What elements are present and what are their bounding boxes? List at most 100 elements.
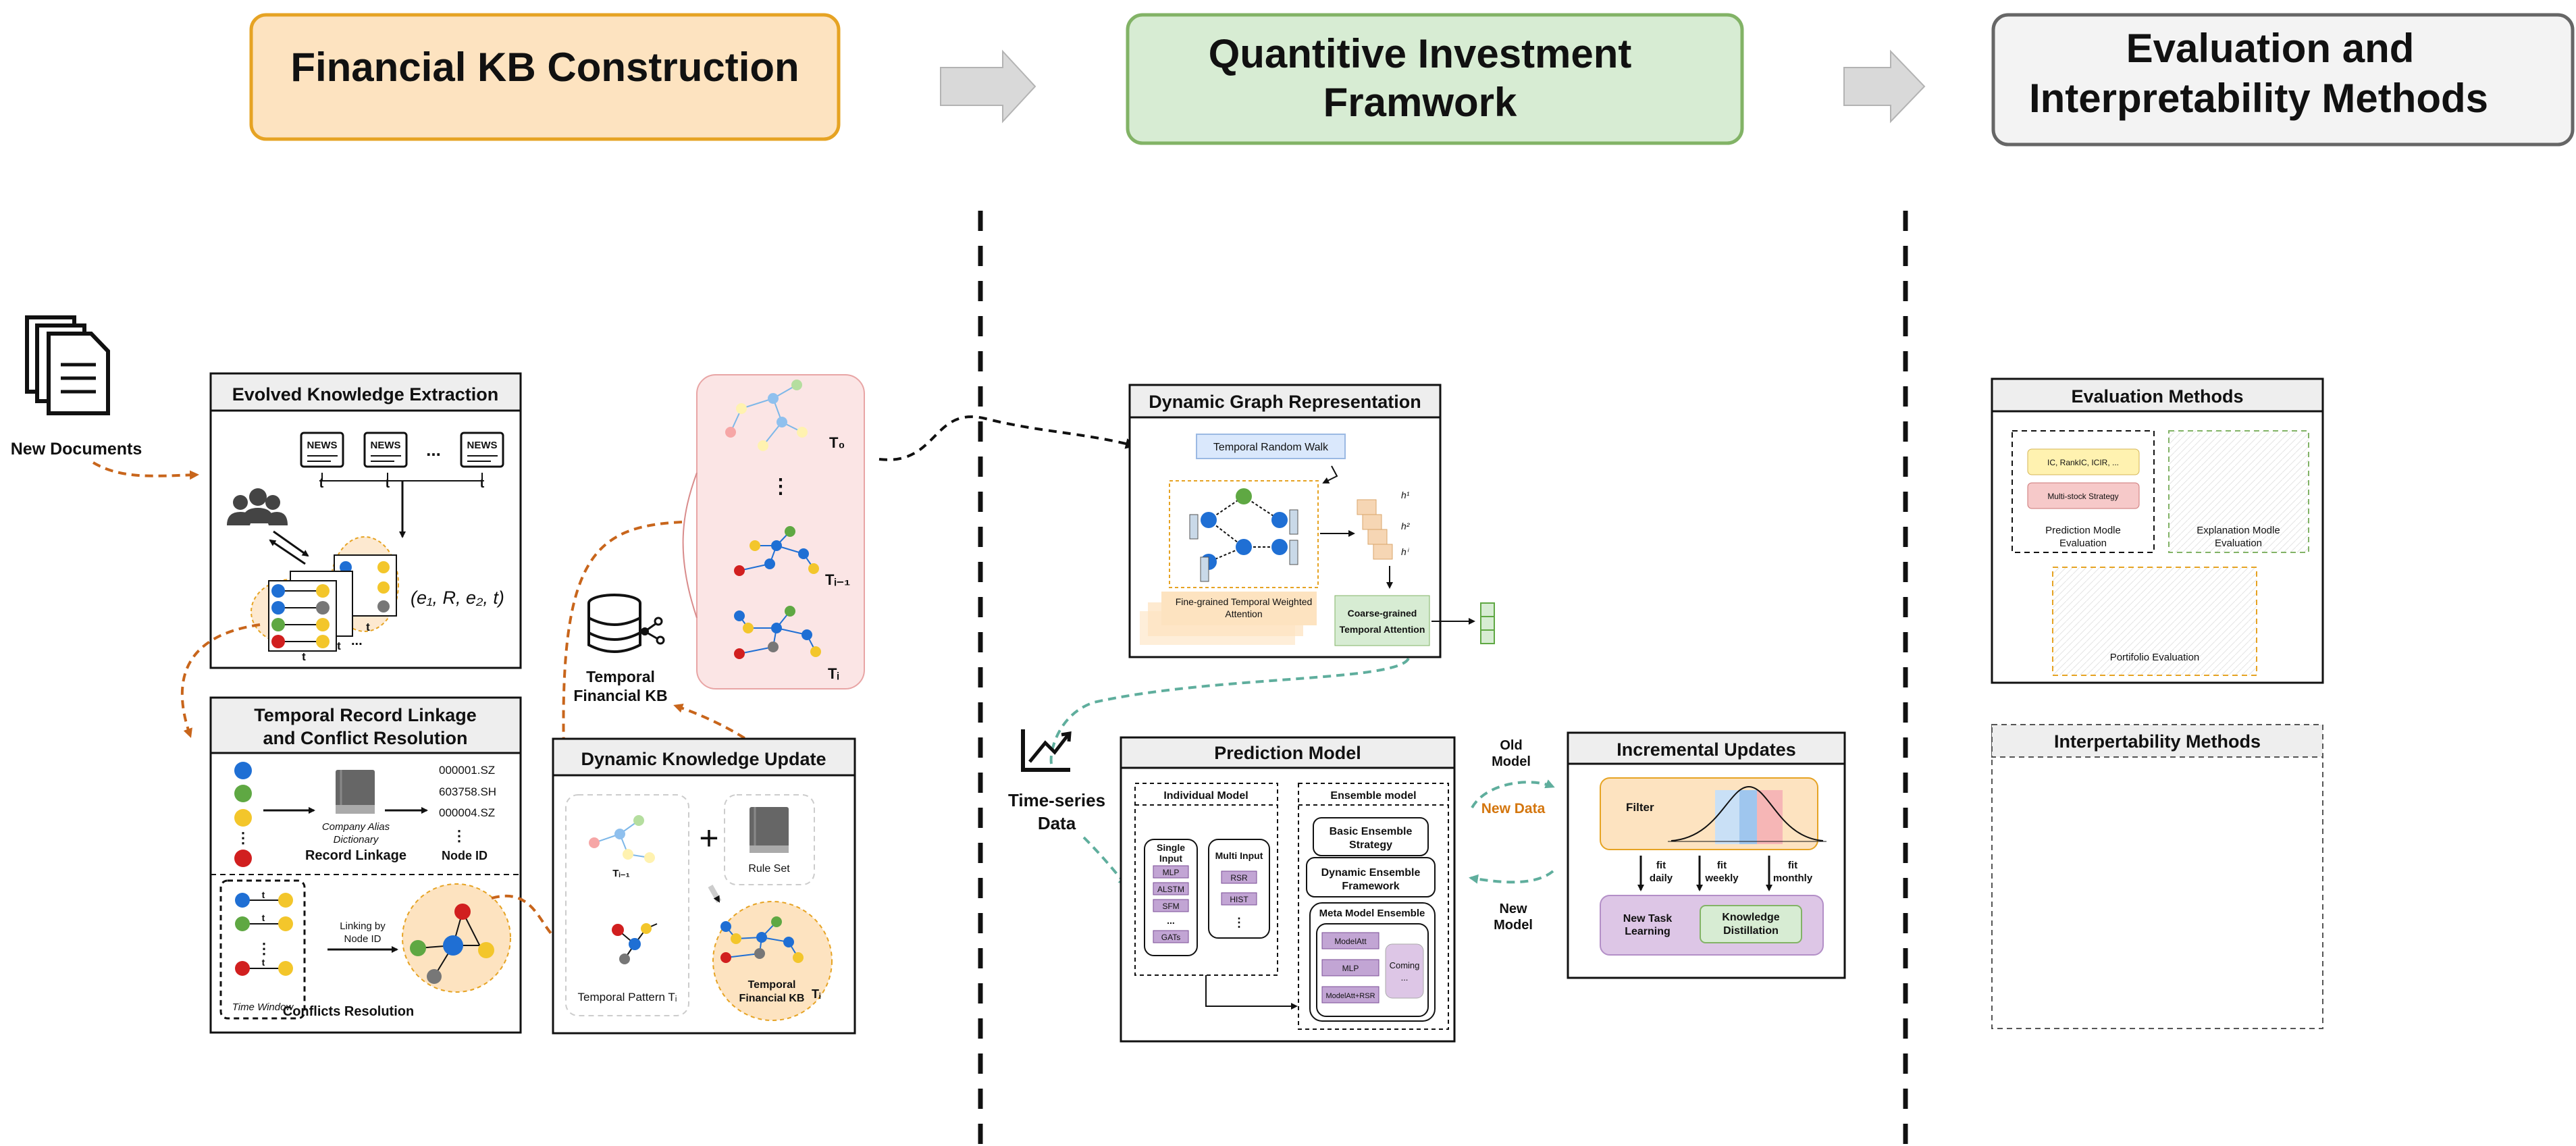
label-t1: t [386, 476, 390, 491]
explanation-eval-label-1: Explanation Modle [2197, 525, 2280, 536]
svg-text:⋮: ⋮ [770, 475, 791, 498]
knowledge-distillation-label-1: Knowledge [1722, 912, 1779, 923]
fine-grained-label-2: Attention [1225, 608, 1262, 619]
temporal-kb-label-2: Financial KB [573, 687, 667, 704]
arrow-kb-to-update [560, 521, 683, 809]
svg-text:NEWS: NEWS [371, 440, 401, 451]
single-input-label-2: Input [1159, 853, 1183, 864]
svg-text:Tᵢ₋₁: Tᵢ₋₁ [612, 868, 629, 879]
extraction-title: Evolved Knowledge Extraction [232, 384, 499, 405]
explanation-eval-label-2: Evaluation [2215, 538, 2262, 549]
svg-text:t: t [262, 889, 265, 900]
stage-title-eval-2: Interpretability Methods [2029, 76, 2488, 121]
svg-text:⋮: ⋮ [1233, 916, 1245, 929]
meta-modelatt-rsr: ModelAtt+RSR [1325, 992, 1375, 1000]
node-id-2: 603758.SH [439, 785, 496, 798]
panel-extraction: Evolved Knowledge Extraction NEWS NEWS .… [209, 372, 522, 669]
graph-ti [734, 606, 821, 659]
sheet-ellipsis: ... [351, 633, 363, 648]
linkage-title-1: Temporal Record Linkage [254, 705, 477, 725]
updated-kb-label-2: Financial KB [739, 993, 805, 1004]
metrics-label: IC, RankIC, ICIR, ... [2047, 458, 2119, 467]
panel-prediction-model: Prediction Model Individual Model Single… [1120, 736, 1456, 1043]
svg-text:t: t [262, 912, 265, 923]
dynamic-update-title: Dynamic Knowledge Update [581, 749, 826, 769]
dictionary-book-icon [336, 770, 375, 814]
stage-title-kb: Financial KB Construction [290, 45, 799, 90]
svg-text:h¹: h¹ [1401, 490, 1410, 500]
meta-mlp: MLP [1342, 964, 1359, 973]
temporal-kb-label-1: Temporal [586, 668, 655, 685]
arrow-kb-to-graph-rep [878, 415, 1136, 461]
ensemble-model-label: Ensemble model [1330, 790, 1416, 802]
panel-linkage: Temporal Record Linkage and Conflict Res… [209, 696, 522, 1034]
meta-models: ModelAtt MLP ModelAtt+RSR [1321, 932, 1379, 1004]
svg-text:+: + [699, 819, 718, 857]
graph-t0 [725, 380, 808, 451]
label-t0: t [319, 476, 324, 491]
node-id-3: 000004.SZ [439, 806, 495, 819]
timeseries-label-2: Data [1038, 813, 1076, 833]
individual-model-label: Individual Model [1163, 790, 1248, 802]
embedding-vectors [1189, 509, 1298, 582]
coming-ellipsis: ... [1401, 972, 1409, 983]
documents-arrow [92, 461, 199, 480]
single-input-label-1: Single [1157, 842, 1185, 853]
evaluation-title: Evaluation Methods [2071, 386, 2243, 407]
kb-bracket [682, 472, 698, 619]
new-data-label: New Data [1481, 801, 1546, 816]
coarse-grained-label-2: Temporal Attention [1340, 624, 1425, 635]
model-alstm: ALSTM [1157, 885, 1184, 894]
dictionary-label-1: Company Alias [322, 821, 390, 833]
stage-title-quant-1: Quantitive Investment [1209, 31, 1632, 76]
arrow-extraction-to-linkage [180, 623, 261, 738]
coming-label: Coming [1390, 960, 1420, 970]
svg-text:t: t [262, 957, 265, 968]
meta-modelatt: ModelAtt [1334, 937, 1367, 946]
hidden-states: h¹ h² hⁱ [1357, 490, 1411, 560]
fit-daily-1: fit [1656, 860, 1666, 871]
fit-weekly-1: fit [1717, 860, 1727, 871]
fine-grained-label-1: Fine-grained Temporal Weighted [1176, 596, 1313, 607]
panel-interpretability-methods: Interpertability Methods [1991, 724, 2323, 1029]
new-task-label-1: New Task [1623, 913, 1673, 924]
model-hist: HIST [1230, 895, 1248, 904]
updated-kb-cluster [712, 901, 833, 1021]
sheet-label-t0: t [302, 650, 306, 663]
output-vector [1480, 602, 1495, 644]
arrow-new-model [1469, 870, 1554, 884]
stage-arrow-1 [940, 49, 1036, 124]
prediction-eval-label-2: Evaluation [2059, 538, 2107, 549]
graph-rep-title: Dynamic Graph Representation [1149, 392, 1421, 412]
single-input-models: MLP ALSTM SFM ... GATs [1153, 865, 1189, 943]
pattern-graph-top [589, 815, 655, 863]
multi-stock-label: Multi-stock Strategy [2047, 492, 2118, 501]
stage-header-kb: Financial KB Construction [249, 13, 841, 141]
node-id-1: 000001.SZ [439, 764, 495, 777]
coarse-grained-label-1: Coarse-grained [1348, 608, 1417, 619]
node-id-label: Node ID [442, 849, 488, 862]
arrow-graph-to-prediction [1049, 657, 1410, 770]
label-tn: t [480, 476, 485, 491]
model-rsr: RSR [1230, 873, 1248, 883]
quadruple-formula: (e₁, R, e₂, t) [411, 588, 504, 608]
svg-text:NEWS: NEWS [307, 440, 338, 451]
updated-kb-graph [720, 916, 804, 963]
dynamic-ensemble-label-2: Framework [1342, 881, 1399, 892]
attention-graph [1201, 488, 1288, 570]
model-gats: GATs [1161, 933, 1180, 942]
graph-ti1 [734, 526, 819, 576]
updated-kb-label-1: Temporal [748, 979, 796, 991]
model-ellipsis: ... [1167, 915, 1175, 926]
old-model-label-2: Model [1492, 754, 1531, 769]
temporal-pattern-label: Temporal Pattern Tᵢ [578, 991, 677, 1004]
conflicts-label: Conflicts Resolution [283, 1004, 414, 1019]
multi-input-label: Multi Input [1215, 850, 1263, 861]
time-window-label: Time Window [232, 1001, 294, 1013]
linking-label-2: Node ID [344, 933, 381, 945]
fit-daily-2: daily [1650, 872, 1673, 884]
panel-graph-representation: Dynamic Graph Representation Temporal Ra… [1128, 384, 1442, 658]
label-T0: T₀ [829, 434, 845, 451]
news-icon-tn: NEWS [460, 432, 504, 468]
